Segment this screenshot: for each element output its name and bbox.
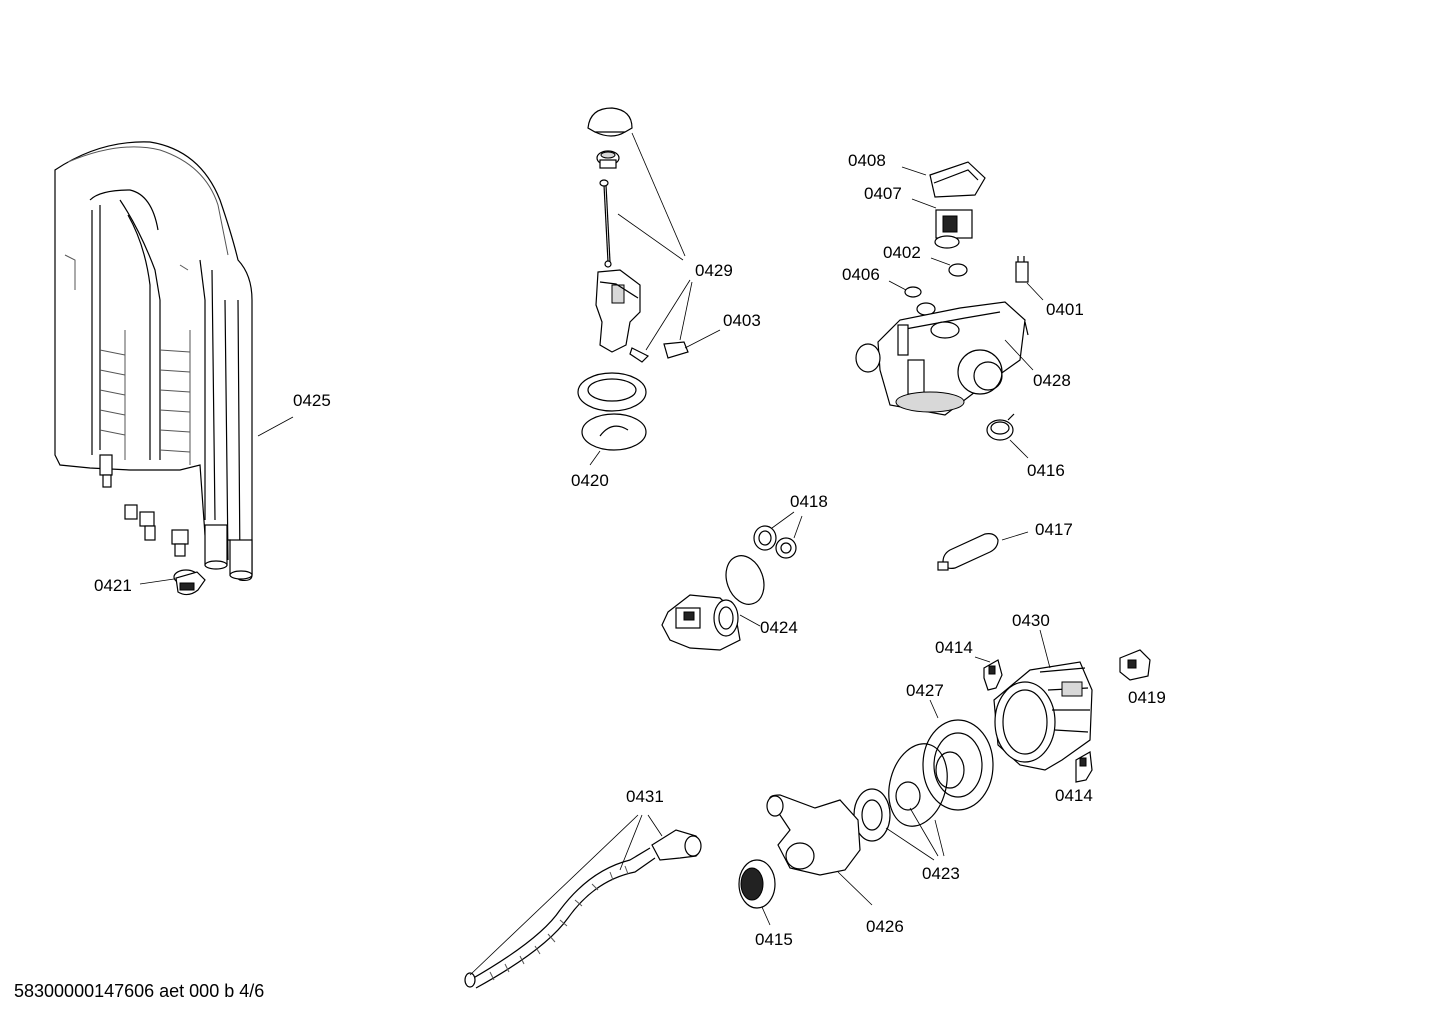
part-label-0428: 0428 xyxy=(1033,371,1071,390)
pump-body-0426-drawing xyxy=(766,794,861,876)
part-label-0402: 0402 xyxy=(883,243,921,262)
part-label-0414-bottom: 0414 xyxy=(1055,786,1093,805)
part-label-0419: 0419 xyxy=(1128,688,1166,707)
ring-0415-drawing xyxy=(738,859,776,909)
float-assembly-drawing xyxy=(587,107,689,363)
part-label-0418: 0418 xyxy=(790,492,828,511)
fitting-0421-drawing xyxy=(173,569,206,596)
cover-discs-0420-drawing xyxy=(577,372,647,451)
hose-clamp-0416-drawing xyxy=(986,413,1015,441)
part-label-0417: 0417 xyxy=(1035,520,1073,539)
connector-0419-drawing xyxy=(1119,649,1151,681)
part-label-0427: 0427 xyxy=(906,681,944,700)
nuts-0418-drawing xyxy=(753,525,797,559)
part-label-0429: 0429 xyxy=(695,261,733,280)
part-label-0421: 0421 xyxy=(94,576,132,595)
part-label-0414-top: 0414 xyxy=(935,638,973,657)
motor-0430-drawing xyxy=(993,661,1093,771)
part-label-0403: 0403 xyxy=(723,311,761,330)
part-label-0407: 0407 xyxy=(864,184,902,203)
part-label-0431: 0431 xyxy=(626,787,664,806)
pump-housing-0427-drawing xyxy=(922,719,994,811)
part-label-0423: 0423 xyxy=(922,864,960,883)
part-label-0430: 0430 xyxy=(1012,611,1050,630)
document-id-footer: 58300000147606 aet 000 b 4/6 xyxy=(14,981,265,1001)
drain-hose-0431-drawing xyxy=(464,829,702,989)
part-label-0406: 0406 xyxy=(842,265,880,284)
part-label-0415: 0415 xyxy=(755,930,793,949)
part-label-0425: 0425 xyxy=(293,391,331,410)
clip-0414-bottom-drawing xyxy=(1075,751,1093,783)
part-label-0424: 0424 xyxy=(760,618,798,637)
part-label-0401: 0401 xyxy=(1046,300,1084,319)
valve-block-group-drawing xyxy=(855,161,1029,416)
part-label-0416: 0416 xyxy=(1027,461,1065,480)
duct-panel-drawing xyxy=(54,141,253,582)
clip-0414-top-drawing xyxy=(983,659,1003,691)
heating-cartridge-0417-drawing xyxy=(937,533,999,571)
part-label-0420: 0420 xyxy=(571,471,609,490)
part-label-0426: 0426 xyxy=(866,917,904,936)
part-label-0408: 0408 xyxy=(848,151,886,170)
drain-pump-0424-drawing xyxy=(661,555,765,651)
